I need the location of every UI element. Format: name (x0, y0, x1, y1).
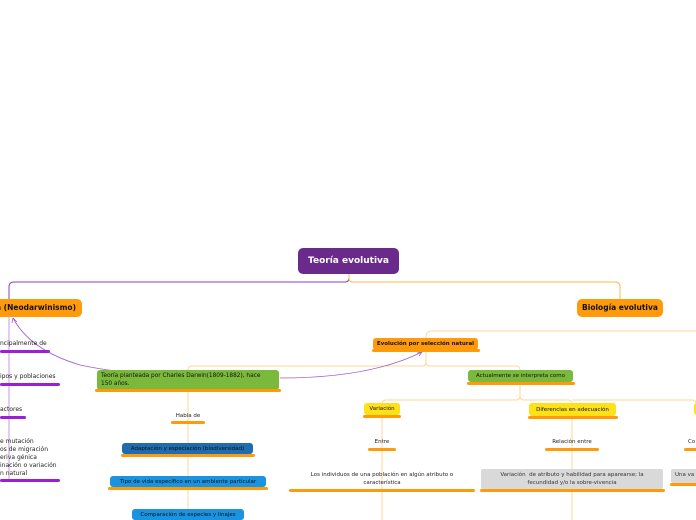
diferencias-detail-underline (480, 489, 665, 492)
entre-label[interactable]: Entre (374, 439, 390, 445)
variacion-underline (363, 415, 401, 418)
topic-tipo-de-vida[interactable]: Tipo de vida específico en un ambiente p… (110, 476, 266, 487)
left-item-factores-list[interactable]: e mutación os de migración eriva génica … (0, 438, 57, 477)
darwin-theory-underline (95, 389, 281, 392)
left-item-factores-list-underline (0, 479, 60, 482)
relacion-entre-underline (545, 448, 599, 451)
left-item-factores[interactable]: actores (0, 406, 23, 413)
relacion-entre-label[interactable]: Relación entre (552, 439, 592, 445)
variacion-node[interactable]: Variación (364, 403, 400, 415)
link-actualmente-children (381, 385, 521, 405)
habla-de-underline (171, 421, 205, 424)
topic-adaptacion-underline (121, 454, 255, 457)
actualmente-node[interactable]: Actualmente se interpreta como (468, 370, 573, 382)
diferencias-node[interactable]: Diferencias en adecuación (529, 403, 616, 416)
link-seleccion-darwin (187, 352, 427, 371)
right-partial-label[interactable]: Co (688, 439, 696, 445)
left-item-principalmente[interactable]: ncipalmente de (0, 340, 47, 347)
variacion-detail[interactable]: Los individuos de una población en algún… (310, 472, 454, 486)
right-partial-detail-underline (670, 483, 696, 486)
root-node[interactable]: Teoría evolutiva (298, 248, 399, 274)
link-darwin-seleccion-arrow (416, 351, 423, 357)
diferencias-detail[interactable]: Variación de atributo y habilidad para a… (481, 469, 663, 489)
link-root-right (348, 274, 621, 299)
left-item-principalmente-underline (0, 350, 50, 353)
link-darwin-left-arrow (11, 317, 18, 324)
seleccion-natural-node[interactable]: Evolución por selección natural (373, 338, 478, 350)
link-darwin-seleccion-curve (279, 351, 423, 379)
link-root-left (8, 274, 350, 299)
link-actualmente-diferencias (519, 395, 573, 405)
left-item-tipos-underline (0, 383, 60, 386)
topic-adaptacion[interactable]: Adaptación y especiación (biodiversidad) (122, 443, 253, 454)
link-right-seleccion (425, 330, 696, 339)
right-partial-detail[interactable]: Una va (671, 469, 696, 483)
actualmente-underline (467, 382, 575, 385)
variacion-detail-underline (289, 489, 475, 492)
right-partial-label-underline (684, 448, 696, 451)
biologia-evolutiva-node[interactable]: Biología evolutiva (577, 299, 663, 317)
entre-underline (368, 448, 396, 451)
topic-comparacion[interactable]: Comparación de especies y linajes (132, 509, 244, 520)
neodarwinismo-node[interactable]: a (Neodarwinismo) (0, 299, 82, 317)
darwin-theory-node[interactable]: Teoría planteada por Charles Darwin(1809… (97, 370, 279, 390)
seleccion-natural-underline (372, 349, 480, 352)
left-item-tipos-poblaciones[interactable]: ipos y poblaciones (0, 373, 56, 380)
left-item-factores-underline (0, 416, 26, 419)
habla-de-label[interactable]: Habla de (175, 413, 201, 419)
right-partial-node[interactable] (694, 403, 696, 415)
diferencias-underline (528, 416, 618, 419)
link-seleccion-actualmente (425, 361, 521, 371)
topic-tipo-de-vida-underline (108, 487, 268, 490)
